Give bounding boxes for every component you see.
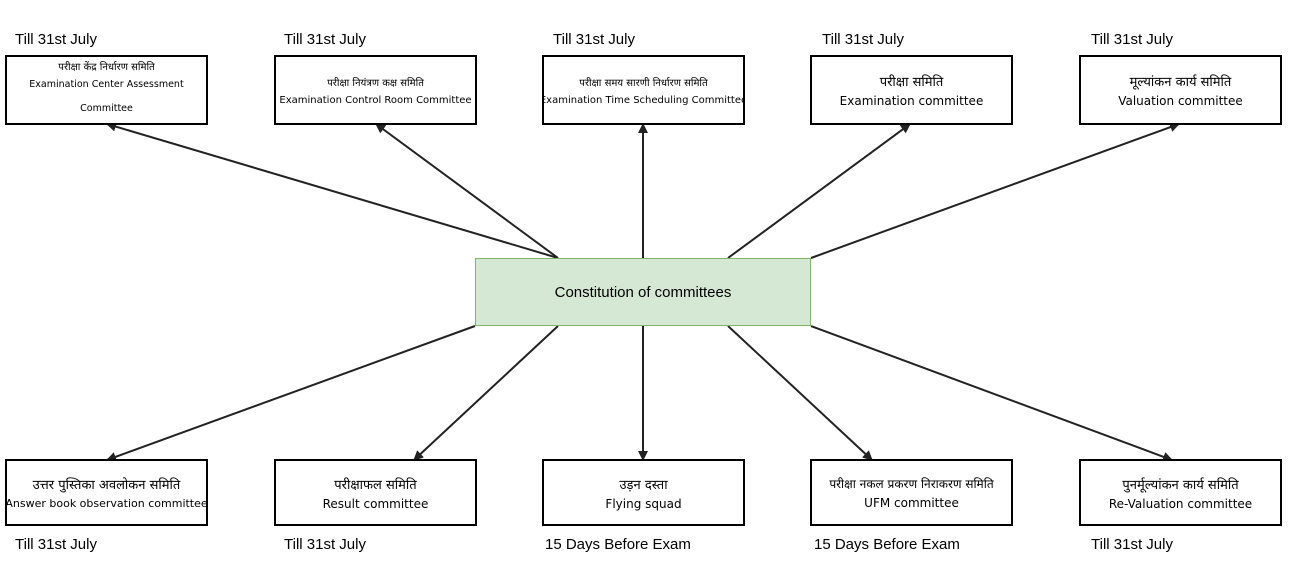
timing-label-bottom-3: 15 Days Before Exam xyxy=(545,536,691,553)
edge-top-2 xyxy=(375,123,559,259)
node-english-label: Flying squad xyxy=(605,496,682,511)
node-answer-book-observation-committee[interactable]: उत्तर पुस्तिका अवलोकन समिति Answer book … xyxy=(5,459,208,526)
edge-bottom-5 xyxy=(810,325,1173,462)
node-examination-control-room-committee[interactable]: परीक्षा नियंत्रण कक्ष समिति Examination … xyxy=(274,55,477,125)
timing-label-top-1: Till 31st July xyxy=(15,31,97,48)
node-hindi-label: उत्तर पुस्तिका अवलोकन समिति xyxy=(32,478,181,493)
edge-top-5 xyxy=(810,122,1180,259)
node-hindi-label: परीक्षा नियंत्रण कक्ष समिति xyxy=(327,77,424,89)
timing-label-top-5: Till 31st July xyxy=(1091,31,1173,48)
node-flying-squad[interactable]: उड़न दस्ता Flying squad xyxy=(542,459,745,526)
center-label: Constitution of committees xyxy=(554,283,732,301)
node-constitution-of-committees[interactable]: Constitution of committees xyxy=(475,258,811,326)
node-english-label: Re-Valuation committee xyxy=(1108,496,1253,511)
node-english-label: Valuation committee xyxy=(1118,94,1243,108)
node-hindi-label: परीक्षा केंद्र निर्धारण समिति xyxy=(58,62,155,73)
timing-label-top-4: Till 31st July xyxy=(822,31,904,48)
edge-bottom-1 xyxy=(106,325,476,462)
timing-label-bottom-4: 15 Days Before Exam xyxy=(814,536,960,553)
node-result-committee[interactable]: परीक्षाफल समिति Result committee xyxy=(274,459,477,526)
node-hindi-label: परीक्षा नकल प्रकरण निराकरण समिति xyxy=(829,477,994,491)
edge-bottom-2 xyxy=(413,325,559,461)
node-ufm-committee[interactable]: परीक्षा नकल प्रकरण निराकरण समिति UFM com… xyxy=(810,459,1013,526)
node-examination-committee[interactable]: परीक्षा समिति Examination committee xyxy=(810,55,1013,125)
node-english-label: Answer book observation committee xyxy=(5,497,208,510)
node-examination-time-scheduling-committee[interactable]: परीक्षा समय सारणी निर्धारण समिति Examina… xyxy=(542,55,745,125)
node-valuation-committee[interactable]: मूल्यांकन कार्य समिति Valuation committe… xyxy=(1079,55,1282,125)
timing-label-bottom-1: Till 31st July xyxy=(15,536,97,553)
edge-bottom-4 xyxy=(727,325,873,461)
node-hindi-label: परीक्षाफल समिति xyxy=(334,477,417,493)
node-hindi-label: पुनर्मूल्यांकन कार्य समिति xyxy=(1122,477,1239,493)
node-english-label: Examination Time Scheduling Committee xyxy=(542,94,745,106)
node-english-label: Examination Center Assessment Committee xyxy=(29,79,184,114)
node-hindi-label: परीक्षा समय सारणी निर्धारण समिति xyxy=(579,77,708,89)
node-english-label: UFM committee xyxy=(864,496,959,510)
edge-top-1 xyxy=(106,121,559,259)
timing-label-top-3: Till 31st July xyxy=(553,31,635,48)
timing-label-bottom-2: Till 31st July xyxy=(284,536,366,553)
node-hindi-label: उड़न दस्ता xyxy=(619,477,668,493)
node-re-valuation-committee[interactable]: पुनर्मूल्यांकन कार्य समिति Re-Valuation … xyxy=(1079,459,1282,526)
node-english-label: Examination Control Room Committee xyxy=(279,94,472,106)
node-examination-center-assessment-committee[interactable]: परीक्षा केंद्र निर्धारण समिति Examinatio… xyxy=(5,55,208,125)
node-hindi-label: परीक्षा समिति xyxy=(879,75,944,90)
node-hindi-label: मूल्यांकन कार्य समिति xyxy=(1129,75,1232,90)
timing-label-bottom-5: Till 31st July xyxy=(1091,536,1173,553)
node-english-label: Result committee xyxy=(322,496,429,511)
node-english-label: Examination committee xyxy=(839,94,984,108)
timing-label-top-2: Till 31st July xyxy=(284,31,366,48)
edge-top-4 xyxy=(727,123,911,259)
